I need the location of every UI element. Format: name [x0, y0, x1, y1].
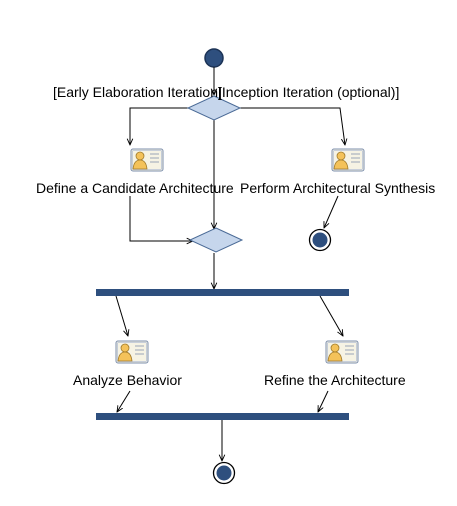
- activity-label-refine-architecture: Refine the Architecture: [264, 372, 406, 388]
- synthesis-final-node: [308, 228, 332, 252]
- control-flows: [115, 67, 345, 461]
- activity-label-perform-synthesis: Perform Architectural Synthesis: [240, 180, 435, 196]
- guard-inception-iteration: [Inception Iteration (optional)]: [218, 84, 399, 100]
- flow-refine-to-join: [318, 390, 329, 412]
- initial-node: [204, 48, 224, 68]
- guard-early-elaboration: [Early Elaboration Iteration]: [53, 84, 222, 100]
- activity-label-analyze-behavior: Analyze Behavior: [73, 372, 182, 388]
- refine-architecture-activity-icon[interactable]: [325, 340, 359, 364]
- flow-decision-to-define: [130, 107, 190, 145]
- define-candidate-activity-icon[interactable]: [130, 148, 164, 172]
- join-bar: [96, 413, 349, 420]
- flow-analyze-to-join: [117, 390, 131, 412]
- perform-synthesis-activity-icon[interactable]: [331, 148, 365, 172]
- activity-final-node: [212, 461, 236, 485]
- flow-decision-to-perform: [238, 107, 345, 145]
- flow-fork-to-analyze: [115, 295, 128, 336]
- fork-bar: [96, 289, 349, 296]
- merge-node: [188, 227, 244, 253]
- activity-label-define-candidate: Define a Candidate Architecture: [36, 180, 234, 196]
- flow-perform-to-final: [324, 195, 339, 228]
- flow-fork-to-refine: [319, 295, 343, 336]
- decision-node: [186, 95, 242, 121]
- flow-define-to-merge: [129, 196, 193, 241]
- analyze-behavior-activity-icon[interactable]: [115, 340, 149, 364]
